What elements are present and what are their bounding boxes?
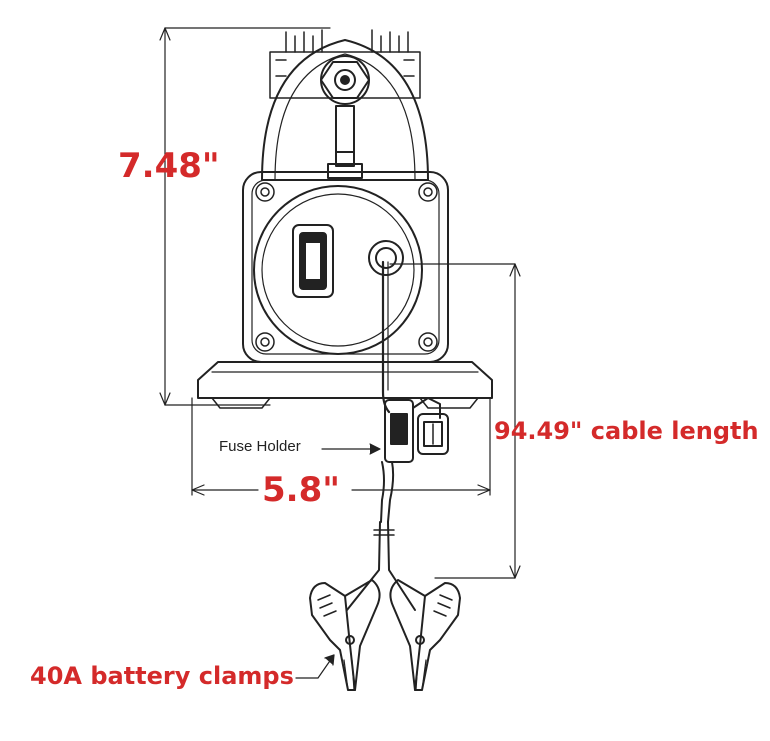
cable-length-label: 94.49" cable length [494,417,759,445]
battery-clamps-leader [295,654,335,679]
corner-screws [255,182,438,352]
battery-clamp-left [309,579,381,691]
height-dimension-label: 7.48" [118,146,220,186]
fuse-holder-leader [321,443,381,455]
height-dimension-line [159,27,331,406]
fuse-holder-label: Fuse Holder [219,438,301,455]
battery-clamp-right [389,579,461,691]
cylinder-housing [261,39,429,181]
width-dimension-label: 5.8" [262,470,340,510]
width-dimension-line [191,397,491,496]
cable-length-dimension-line [389,263,521,579]
base-plate [197,361,493,409]
cylinder-inner-outline [274,53,416,181]
motor-housing [242,171,449,363]
clamp-cable [346,461,416,611]
motor-end-cap-rim [261,193,415,347]
motor-housing-inner [251,179,440,355]
fuse-holder [384,397,449,463]
cooling-fins [269,29,421,99]
cable-grommet [368,240,404,276]
air-outlet-fitting [320,55,370,179]
battery-clamps-label: 40A battery clamps [30,662,294,690]
power-cable [381,260,391,414]
power-switch [292,224,334,298]
motor-end-cap [253,185,423,355]
